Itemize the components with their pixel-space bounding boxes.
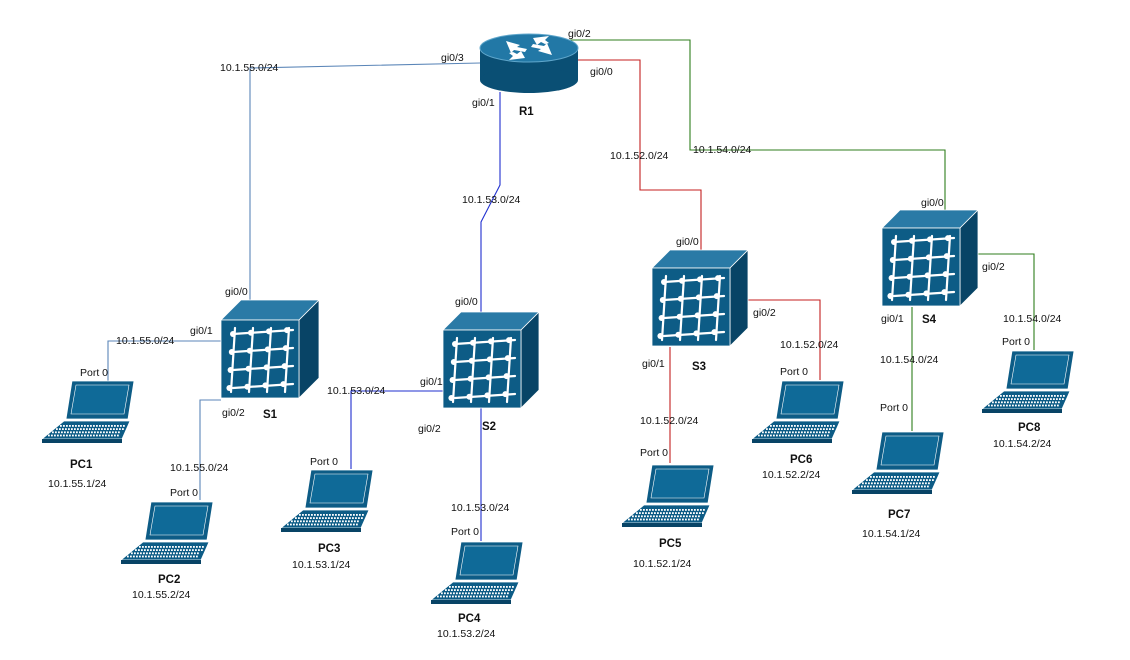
port-label-pc5: Port 0: [640, 447, 668, 459]
link-s4-pc8: [975, 253, 1035, 350]
link-s1-pc2: [199, 399, 221, 500]
pc-name: PC6: [790, 454, 812, 466]
router-name: R1: [519, 106, 534, 118]
pc-name: PC2: [158, 574, 180, 586]
pc-ip-address: 10.1.52.1/24: [633, 558, 692, 570]
port-label-s3-gi00: gi0/0: [676, 236, 699, 248]
pc-ip-address: 10.1.55.2/24: [132, 589, 191, 601]
pc-name: PC4: [458, 613, 481, 625]
pc-ip-address: 10.1.55.1/24: [48, 478, 107, 490]
port-label-pc6: Port 0: [780, 366, 808, 378]
switch-name: S4: [922, 314, 937, 326]
port-label-s4-gi01: gi0/1: [881, 313, 904, 325]
laptop-pc5[interactable]: PC5 10.1.52.1/24: [620, 464, 715, 570]
subnet-label-r1-s2: 10.1.53.0/24: [462, 194, 521, 206]
pc-name: PC3: [318, 543, 340, 555]
subnet-label-s3-pc6: 10.1.52.0/24: [780, 339, 839, 351]
pc-ip-address: 10.1.53.1/24: [292, 559, 351, 571]
port-label-r1-gi01: gi0/1: [472, 97, 495, 109]
router-r1[interactable]: R1: [479, 33, 579, 118]
laptop-icon: [980, 350, 1075, 413]
port-label-r1-gi00: gi0/0: [590, 66, 613, 78]
switch-icon: [220, 299, 320, 399]
pc-ip-address: 10.1.53.2/24: [437, 628, 496, 640]
port-label-s3-gi01: gi0/1: [642, 358, 665, 370]
pc-name: PC1: [70, 459, 93, 471]
switch-s4[interactable]: S4: [881, 209, 979, 326]
laptop-pc4[interactable]: PC4 10.1.53.2/24: [429, 541, 524, 640]
laptop-pc1[interactable]: PC1 10.1.55.1/24: [40, 380, 135, 490]
subnet-label-s3-pc5: 10.1.52.0/24: [640, 415, 699, 427]
switch-name: S2: [482, 421, 496, 433]
subnet-label-s4-pc8: 10.1.54.0/24: [1003, 313, 1062, 325]
pc-ip-address: 10.1.52.2/24: [762, 469, 821, 481]
laptop-icon: [40, 380, 135, 443]
port-label-s2-gi02: gi0/2: [418, 423, 441, 435]
port-label-pc4: Port 0: [451, 526, 479, 538]
laptop-icon: [279, 469, 374, 532]
switch-s2[interactable]: S2: [442, 311, 540, 433]
port-label-s4-gi02: gi0/2: [982, 261, 1005, 273]
port-label-s2-gi01: gi0/1: [420, 376, 443, 388]
port-label-s1-gi01: gi0/1: [190, 325, 213, 337]
laptop-pc3[interactable]: PC3 10.1.53.1/24: [279, 469, 374, 571]
subnet-label-r1-s4: 10.1.54.0/24: [693, 144, 752, 156]
link-s1-pc1: [107, 340, 221, 383]
pc-name: PC5: [659, 538, 682, 550]
laptop-icon: [850, 431, 945, 494]
laptop-pc2[interactable]: PC2 10.1.55.2/24: [119, 501, 214, 601]
router-icon: [479, 33, 579, 93]
link-r1-s2: [480, 92, 501, 312]
laptop-icon: [750, 380, 845, 443]
link-r1-s1: [249, 62, 481, 302]
laptop-pc8[interactable]: PC8 10.1.54.2/24: [980, 350, 1075, 450]
port-label-r1-gi02: gi0/2: [568, 28, 591, 40]
port-label-s4-gi00: gi0/0: [921, 197, 944, 209]
switch-s1[interactable]: S1: [220, 299, 320, 421]
pc-ip-address: 10.1.54.1/24: [862, 528, 921, 540]
port-label-pc3: Port 0: [310, 456, 338, 468]
port-label-pc7: Port 0: [880, 402, 908, 414]
port-label-s2-gi00: gi0/0: [455, 296, 478, 308]
subnet-label-s1-pc2: 10.1.55.0/24: [170, 462, 229, 474]
link-s3-pc6: [748, 299, 821, 380]
port-label-s1-gi00: gi0/0: [225, 286, 248, 298]
port-label-s3-gi02: gi0/2: [753, 307, 776, 319]
switch-s3[interactable]: S3: [651, 249, 749, 373]
port-label-r1-gi03: gi0/3: [441, 52, 464, 64]
pc-ip-address: 10.1.54.2/24: [993, 438, 1052, 450]
laptop-icon: [429, 541, 524, 604]
switch-icon: [881, 209, 979, 307]
switch-name: S3: [692, 361, 706, 373]
laptop-icon: [620, 464, 715, 527]
subnet-label-s2-pc3: 10.1.53.0/24: [327, 385, 386, 397]
link-r1-s4: [565, 39, 946, 211]
switch-icon: [651, 249, 749, 347]
laptop-pc7[interactable]: PC7 10.1.54.1/24: [850, 431, 945, 540]
subnet-label-s2-pc4: 10.1.53.0/24: [451, 502, 510, 514]
switch-name: S1: [263, 409, 278, 421]
laptop-pc6[interactable]: PC6 10.1.52.2/24: [750, 380, 845, 481]
port-label-s1-gi02: gi0/2: [222, 407, 245, 419]
switch-icon: [442, 311, 540, 409]
link-r1-s3: [578, 59, 702, 250]
port-label-pc8: Port 0: [1002, 336, 1030, 348]
port-label-pc1: Port 0: [80, 367, 108, 379]
pc-name: PC7: [888, 509, 910, 521]
port-label-pc2: Port 0: [170, 487, 198, 499]
pc-name: PC8: [1018, 422, 1041, 434]
subnet-label-r1-s3: 10.1.52.0/24: [610, 150, 669, 162]
link-s2-pc3: [350, 390, 443, 469]
subnet-label-r1-s1: 10.1.55.0/24: [220, 62, 279, 74]
subnet-label-s1-pc1: 10.1.55.0/24: [116, 335, 175, 347]
laptop-icon: [119, 501, 214, 564]
subnet-label-s4-pc7: 10.1.54.0/24: [880, 354, 939, 366]
